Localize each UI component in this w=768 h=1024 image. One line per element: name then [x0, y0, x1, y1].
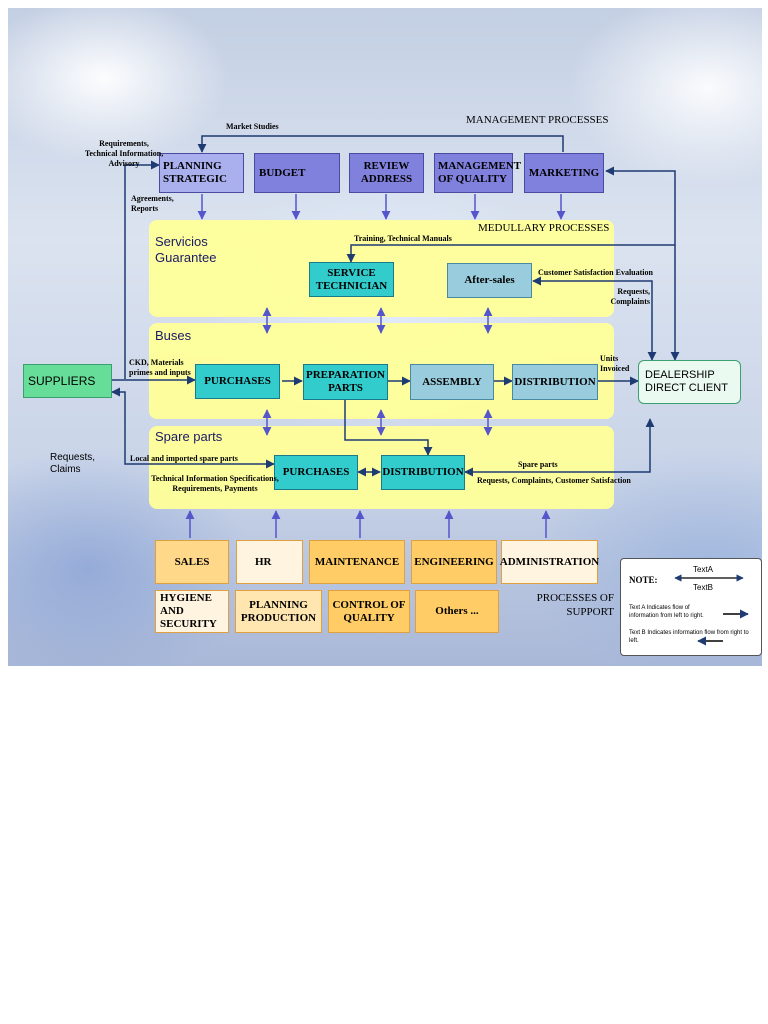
arrow-spare-dist-client: [464, 418, 655, 477]
heading-support: PROCESSES OF SUPPORT: [536, 592, 614, 618]
zone-label-buses: Buses: [155, 328, 192, 343]
arrow-prep-spare-dist: [344, 400, 433, 456]
support-hr[interactable]: HR: [236, 540, 303, 584]
support-control-quality[interactable]: CONTROL OF QUALITY: [328, 590, 410, 633]
zone-label-services: Servicios Guarantee: [155, 234, 217, 265]
note-right-arrow-icon: [723, 609, 749, 619]
support-others[interactable]: Others ...: [415, 590, 499, 633]
label-spare-complaints: Requests, Complaints, Customer Satisfact…: [477, 476, 631, 485]
note-line-a: Text A Indicates flow of information fro…: [629, 605, 704, 619]
mgmt-marketing[interactable]: MARKETING: [524, 153, 604, 193]
label-requests-complaints: Requests, Complaints: [610, 287, 650, 306]
bus-purchases-box[interactable]: PURCHASES: [195, 364, 280, 399]
label-market-studies: Market Studies: [226, 122, 279, 131]
spare-purchases-box[interactable]: PURCHASES: [274, 455, 358, 490]
mgmt-budget[interactable]: BUDGET: [254, 153, 340, 193]
heading-medullary: MEDULLARY PROCESSES: [478, 222, 610, 234]
support-sales[interactable]: SALES: [155, 540, 229, 584]
label-training: Training, Technical Manuals: [354, 234, 452, 243]
bus-preparation-parts-box[interactable]: PREPARATION PARTS: [303, 364, 388, 400]
suppliers-box[interactable]: SUPPLIERS: [23, 364, 112, 398]
dealership-client-box[interactable]: DEALERSHIP DIRECT CLIENT: [638, 360, 741, 404]
note-text-a: TextA: [693, 565, 714, 574]
process-map-slide: MANAGEMENT PROCESSES MEDULLARY PROCESSES…: [8, 8, 762, 666]
note-title: NOTE:: [629, 575, 658, 585]
mgmt-planning-strategic[interactable]: PLANNING STRATEGIC: [159, 153, 244, 193]
label-agreements: Agreements, Reports: [131, 194, 174, 213]
bus-assembly-box[interactable]: ASSEMBLY: [410, 364, 494, 400]
label-ckd: CKD, Materials primes and inputs: [129, 358, 191, 377]
label-requirements: Requirements, Technical Information, Adv…: [84, 139, 164, 168]
arrow-supplier-to-planning: [124, 160, 160, 379]
label-spare-parts: Spare parts: [518, 460, 558, 469]
spare-distribution-box[interactable]: DISTRIBUTION: [381, 455, 465, 490]
note-left-arrow-icon: [697, 636, 723, 646]
support-planning-production[interactable]: PLANNING PRODUCTION: [235, 590, 322, 633]
label-tech-info: Technical Information Specifications, Re…: [151, 474, 279, 493]
arrow-suppliers-spare: [111, 387, 275, 469]
legend-note-box: NOTE: TextA TextB Text A Indicates flow …: [620, 558, 762, 656]
bus-distribution-box[interactable]: DISTRIBUTION: [512, 364, 598, 400]
mgmt-review-address[interactable]: REVIEW ADDRESS: [349, 153, 424, 193]
arrow-training: [346, 244, 675, 263]
mgmt-quality[interactable]: MANAGEMENT OF QUALITY: [434, 153, 521, 193]
support-engineering[interactable]: ENGINEERING: [411, 540, 497, 584]
zone-label-spare: Spare parts: [155, 429, 223, 444]
arrow-market-studies: [197, 135, 564, 153]
support-maintenance[interactable]: MAINTENANCE: [309, 540, 405, 584]
label-csat: Customer Satisfaction Evaluation: [538, 268, 653, 277]
flow-arrows: [111, 135, 680, 538]
note-line-b: Text B Indicates information flow from r…: [629, 630, 749, 644]
after-sales-box[interactable]: After-sales: [447, 263, 532, 298]
support-administration[interactable]: ADMINISTRATION: [500, 540, 599, 584]
label-units-invoiced: Units Invoiced: [600, 354, 630, 373]
note-double-arrow-icon: [674, 574, 744, 582]
note-text-b: TextB: [693, 583, 714, 592]
heading-management: MANAGEMENT PROCESSES: [466, 114, 609, 126]
support-hygiene-security[interactable]: HYGIENE AND SECURITY: [155, 590, 229, 633]
service-technician-box[interactable]: SERVICE TECHNICIAN: [309, 262, 394, 297]
arrow-after-sales: [532, 276, 657, 361]
label-local-spare: Local and imported spare parts: [130, 454, 238, 463]
arrow-client-marketing: [605, 166, 680, 361]
label-requests-claims: Requests, Claims: [50, 452, 96, 475]
